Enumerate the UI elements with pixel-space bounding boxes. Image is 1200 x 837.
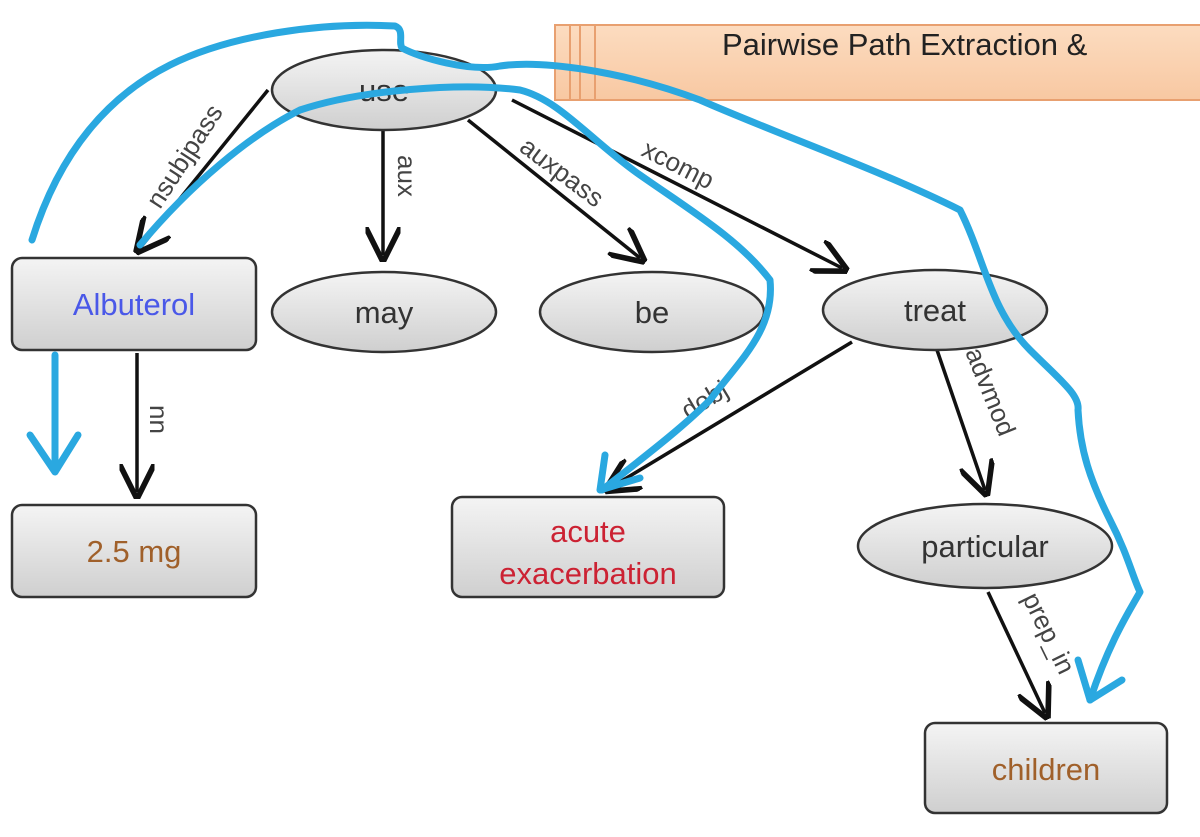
node-be-label: be xyxy=(635,295,669,330)
node-acute-exacerbation-label-line1: acute xyxy=(550,514,626,549)
node-children-label: children xyxy=(992,752,1101,787)
edge-label-prep-in: prep_in xyxy=(1017,587,1082,678)
node-treat: treat xyxy=(821,268,1049,352)
edges xyxy=(137,88,1045,713)
edge-prep-in xyxy=(986,591,1045,713)
annotation-path-albuterol-to-children xyxy=(28,21,1144,704)
node-albuterol: Albuterol xyxy=(10,256,258,352)
node-dose-label: 2.5 mg xyxy=(87,534,182,569)
annotation-paths xyxy=(26,21,1144,704)
node-be: be xyxy=(538,270,766,354)
node-particular-label: particular xyxy=(921,529,1049,564)
node-children: children xyxy=(923,721,1169,815)
edge-label-nn: nn xyxy=(144,405,174,434)
banner-title: Pairwise Path Extraction & xyxy=(722,27,1088,62)
edge-dobj xyxy=(610,340,853,488)
edge-xcomp xyxy=(511,98,842,268)
node-particular-shape xyxy=(856,502,1114,590)
node-may-label: may xyxy=(355,295,414,330)
edge-label-aux: aux xyxy=(392,155,422,197)
node-treat-label: treat xyxy=(904,293,966,328)
node-dose: 2.5 mg xyxy=(10,503,258,599)
node-acute-exacerbation: acute exacerbation xyxy=(450,495,726,599)
node-may-shape xyxy=(270,270,498,354)
banner: Pairwise Path Extraction & xyxy=(554,24,1200,101)
node-acute-exacerbation-label-line2: exacerbation xyxy=(499,556,677,591)
nodes: use Albuterol may be treat 2.5 mg acute … xyxy=(10,48,1169,815)
node-acute-exacerbation-shape xyxy=(450,495,726,599)
annotation-arrowhead-acute xyxy=(596,451,644,494)
node-children-shape xyxy=(923,721,1169,815)
edge-auxpass xyxy=(466,118,640,258)
edge-advmod xyxy=(935,349,985,490)
annotation-arrowhead-dose xyxy=(26,431,82,476)
node-may: may xyxy=(270,270,498,354)
edge-label-advmod: advmod xyxy=(959,343,1021,440)
annotation-path-albuterol-to-acute xyxy=(136,83,774,494)
annotation-arrowhead-children xyxy=(1074,656,1126,704)
node-albuterol-shape xyxy=(10,256,258,352)
node-particular: particular xyxy=(856,502,1114,590)
node-dose-shape xyxy=(10,503,258,599)
node-albuterol-label: Albuterol xyxy=(73,287,195,322)
